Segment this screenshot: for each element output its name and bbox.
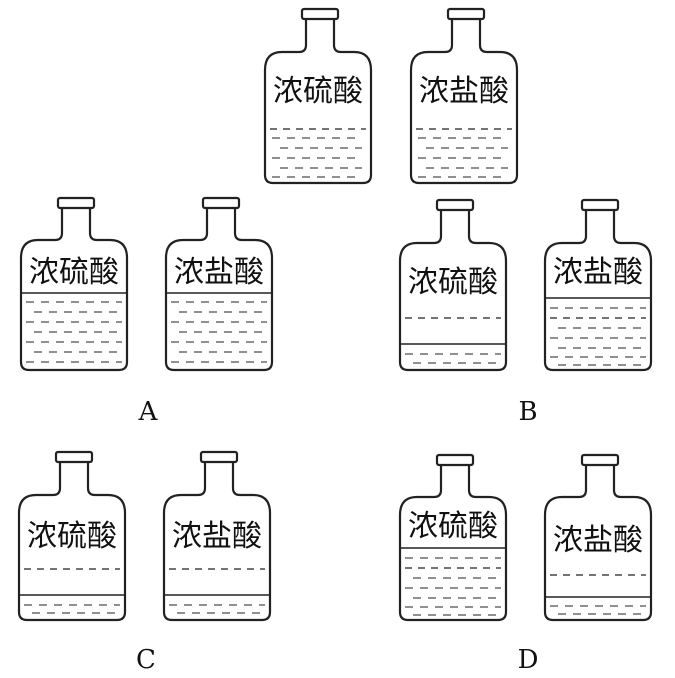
bottle-cap [54,450,94,464]
bottle-outline [543,210,653,372]
bottle-C-sulfuric: 浓硫酸 [17,450,127,622]
liquid-hatch [24,604,120,614]
option-label-D: D [518,645,539,675]
option-label-C: C [136,645,156,675]
bottle-label-sulfuric: 浓硫酸 [273,74,363,109]
bottle-D-hydrochloric: 浓盐酸 [543,453,653,622]
liquid-hatch [550,605,646,615]
liquid-hatch [418,137,508,178]
bottle-label-sulfuric: 浓硫酸 [408,509,498,544]
bottle-label-sulfuric: 浓硫酸 [408,265,498,300]
bottle-B-hydrochloric: 浓盐酸 [543,198,653,372]
bottle-cap [56,196,96,210]
bottle-D-sulfuric: 浓硫酸 [398,453,508,622]
bottle-cap [580,453,620,467]
group-B: 浓硫酸 浓盐酸 B [398,198,653,427]
bottle-outline [409,19,519,185]
group-C: 浓硫酸 浓盐酸 C [17,450,272,675]
bottle-outline [398,210,508,372]
bottle-label-hydrochloric: 浓盐酸 [553,255,643,290]
liquid-hatch [405,557,501,616]
bottle-outline [162,462,272,622]
bottle-label-sulfuric: 浓硫酸 [29,255,119,290]
bottle-label-sulfuric: 浓硫酸 [27,519,117,554]
liquid-hatch [171,301,267,363]
group-original: 浓硫酸 浓盐酸 [263,7,519,185]
bottle-cap [300,7,340,21]
bottle-A-sulfuric: 浓硫酸 [19,196,129,372]
bottle-original-sulfuric: 浓硫酸 [263,7,373,185]
bottle-outline [17,462,127,622]
bottle-outline [398,465,508,622]
bottle-cap [446,7,486,21]
bottle-label-hydrochloric: 浓盐酸 [174,255,264,290]
bottle-A-hydrochloric: 浓盐酸 [164,196,274,372]
bottle-outline [164,208,274,372]
liquid-hatch [272,137,362,178]
bottle-cap [435,198,475,212]
bottle-cap [199,450,239,464]
group-A: 浓硫酸 浓盐酸 [19,196,274,427]
bottle-label-hydrochloric: 浓盐酸 [553,523,643,558]
bottle-cap [580,198,620,212]
bottle-label-hydrochloric: 浓盐酸 [172,519,262,554]
bottle-cap [435,453,475,467]
liquid-hatch [405,353,501,364]
bottle-outline [543,465,653,622]
bottle-outline [263,19,373,185]
bottle-outline [19,208,129,372]
bottle-label-hydrochloric: 浓盐酸 [419,74,509,109]
bottle-B-sulfuric: 浓硫酸 [398,198,508,372]
bottle-cap [201,196,241,210]
liquid-hatch [550,307,646,366]
bottle-C-hydrochloric: 浓盐酸 [162,450,272,622]
liquid-hatch [169,604,265,614]
liquid-hatch [26,301,122,363]
bottle-original-hydrochloric: 浓盐酸 [409,7,519,185]
group-D: 浓硫酸 浓盐酸 D [398,453,653,675]
option-label-B: B [518,397,537,427]
option-label-A: A [138,397,159,427]
